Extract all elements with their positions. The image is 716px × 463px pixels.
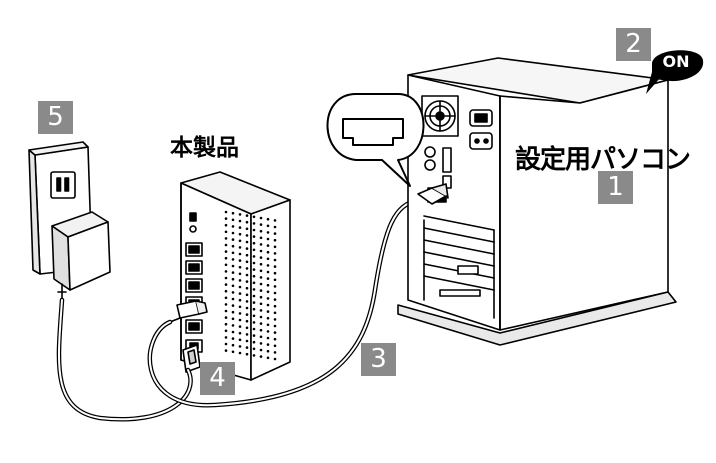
power-cable bbox=[56, 297, 193, 422]
step-badge-4: 4 bbox=[200, 362, 235, 395]
lan-plug-pc bbox=[417, 183, 449, 205]
step-badge-1: 1 bbox=[598, 171, 633, 204]
step-badge-3: 3 bbox=[361, 343, 396, 376]
router bbox=[180, 171, 291, 381]
step-badge-2: 2 bbox=[616, 28, 651, 61]
power-on-label: ON bbox=[662, 52, 690, 71]
vent-holes bbox=[224, 210, 277, 361]
ac-adapter bbox=[51, 211, 111, 301]
lan-plug-router bbox=[169, 300, 208, 323]
on-indicator bbox=[646, 50, 704, 94]
pc-label: 設定用パソコン bbox=[515, 145, 691, 175]
lan-port-icon bbox=[342, 118, 404, 146]
router-label: 本製品 bbox=[170, 135, 239, 161]
power-plug-router bbox=[182, 344, 201, 373]
pc-tower bbox=[397, 57, 677, 346]
lan-port-callout bbox=[326, 93, 425, 187]
step-badge-5: 5 bbox=[38, 101, 73, 134]
